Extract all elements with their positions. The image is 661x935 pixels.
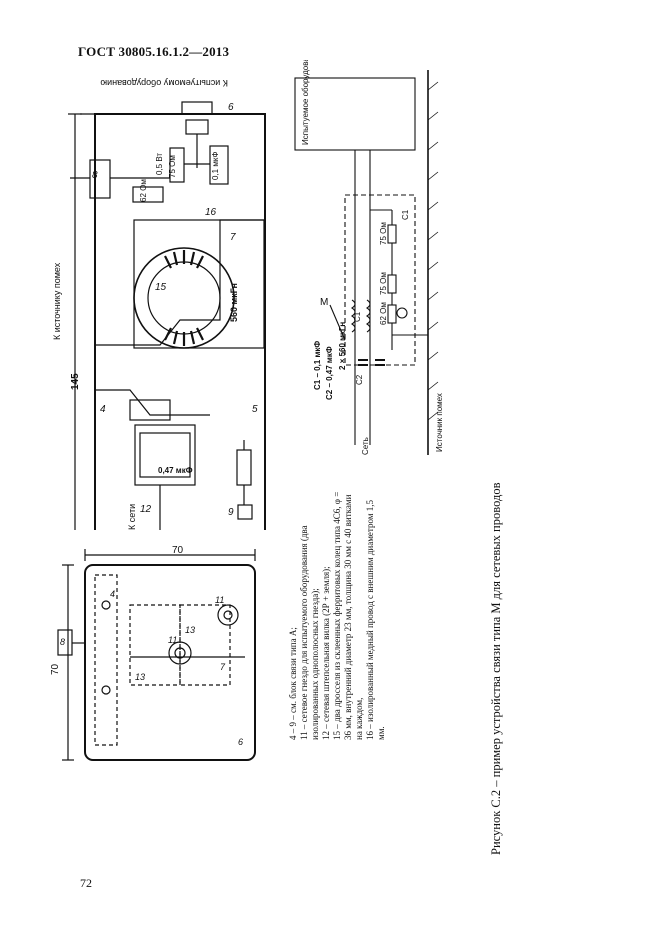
dimension-70-left: 70 xyxy=(50,663,61,675)
callout-4: 4 xyxy=(100,404,106,415)
callout-8: 8 xyxy=(60,637,65,647)
front-view-drawing: 70 70 4 6 7 8 11 11 13 13 xyxy=(50,545,256,761)
note-line: 16 – изолированный медный провод с внешн… xyxy=(365,500,386,740)
callout-13b: 13 xyxy=(185,625,195,635)
m-label: M xyxy=(320,297,328,308)
cap-01-label: 0,1 мкФ xyxy=(211,152,220,180)
callout-16: 16 xyxy=(205,207,217,218)
label-to-noise-source: К источнику помех xyxy=(52,262,62,340)
eut-label: Испытуемое оборудование xyxy=(301,60,310,145)
res-75-label: 75 Ом xyxy=(168,155,177,178)
eut-box xyxy=(294,77,416,151)
r62-label: 62 Ом xyxy=(379,302,388,325)
callout-7: 7 xyxy=(220,662,226,672)
callout-15: 15 xyxy=(155,282,167,293)
note-line: 4 – 9 – см. блок связи типа А; xyxy=(288,627,298,740)
note-line: 11 – сетевое гнездо для испытуемого обор… xyxy=(299,525,320,740)
circuit-schematic: Испытуемое оборудование Источник помех С… xyxy=(294,60,444,455)
dimension-145: 145 xyxy=(70,373,81,390)
callout-7: 7 xyxy=(230,232,236,243)
page-header: ГОСТ 30805.16.1.2—2013 xyxy=(78,44,230,59)
choke-value-label: 2 × 560 мкГн xyxy=(338,322,347,370)
res-62-label: 62 Ом xyxy=(139,179,148,202)
choke-560-label: 560 мкГн xyxy=(229,283,239,322)
c2-value-label: С2 – 0,47 мкФ xyxy=(325,346,334,400)
c1-value-label: С1 – 0,1 мкФ xyxy=(313,341,322,390)
dimension-70-top: 70 xyxy=(172,545,184,556)
callout-13a: 13 xyxy=(135,672,145,682)
callout-12: 12 xyxy=(140,504,152,515)
r75b-label: 75 Ом xyxy=(379,272,388,295)
callout-6: 6 xyxy=(238,737,243,747)
top-view-drawing: К испытуемому оборудованию К источнику п… xyxy=(52,78,266,530)
power-05-label: 0,5 Вт xyxy=(155,153,164,175)
callout-8: 8 xyxy=(92,170,98,181)
page-number: 72 xyxy=(80,876,92,890)
figure-notes: 4 – 9 – см. блок связи типа А; 11 – сете… xyxy=(288,490,387,740)
callout-4: 4 xyxy=(110,589,115,599)
callout-11a: 11 xyxy=(168,635,177,645)
callout-6: 6 xyxy=(228,102,234,113)
front-housing-outline xyxy=(84,564,256,761)
mains-label: Сеть xyxy=(361,437,370,455)
callout-11b: 11 xyxy=(215,595,224,605)
c1-tag: С1 xyxy=(353,311,362,322)
figure-caption: Рисунок С.2 – пример устройства связи ти… xyxy=(489,482,503,855)
label-to-mains: К сети xyxy=(127,504,137,530)
label-to-eut: К испытуемому оборудованию xyxy=(100,78,228,88)
note-line: 12 – сетевая штепсельная вилка (2Р + зем… xyxy=(321,566,331,740)
r75a-label: 75 Ом xyxy=(379,222,388,245)
cc1-tag: С1 xyxy=(401,209,410,220)
callout-5: 5 xyxy=(252,404,258,415)
noise-source-label: Источник помех xyxy=(435,393,444,452)
cap-047-label: 0,47 мкФ xyxy=(158,466,193,475)
note-line: 15 – два дросселя из склеенных ферритовы… xyxy=(332,491,364,740)
callout-9: 9 xyxy=(228,507,234,518)
c2-tag: С2 xyxy=(355,374,364,385)
